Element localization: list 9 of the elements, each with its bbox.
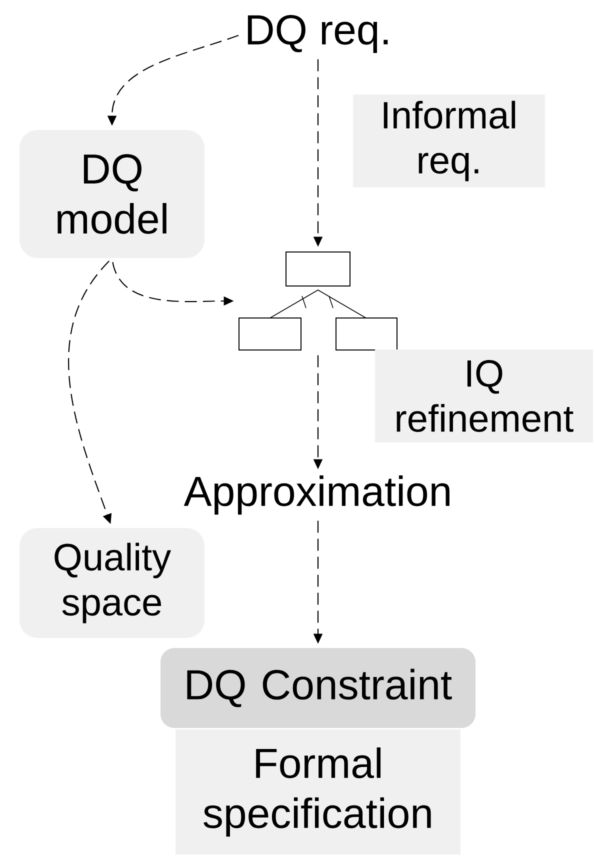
shaded-box: IQ refinement	[375, 350, 593, 442]
rounded-box: DQ Constraint	[160, 648, 476, 728]
shaded-box: Formal specification	[176, 730, 460, 854]
tree-drawing	[238, 252, 398, 350]
rounded-box: Quality space	[20, 528, 204, 638]
shaded-box: Informal req.	[353, 94, 545, 188]
node-label: Approximation	[184, 475, 450, 515]
rounded-box: DQ model	[20, 130, 204, 258]
node-label: DQ req.	[248, 14, 388, 54]
